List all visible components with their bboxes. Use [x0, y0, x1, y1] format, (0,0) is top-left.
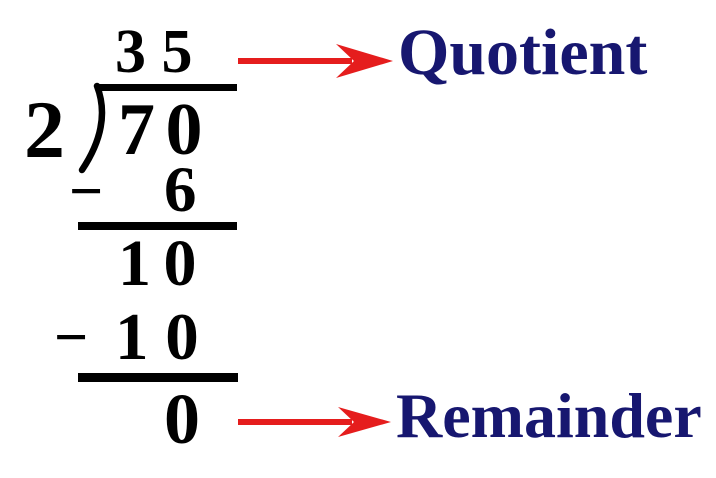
- quotient-label: Quotient: [398, 16, 648, 89]
- remainder-arrow: [238, 407, 391, 437]
- minus-sign-2: −: [54, 304, 89, 370]
- remainder-arrowhead-icon: [338, 407, 391, 437]
- subtrahend-2: 1 0: [115, 300, 199, 374]
- quotient-digits: 3 5: [115, 18, 193, 86]
- division-bracket-paren: [78, 82, 106, 174]
- subtraction-rule-2: [78, 373, 238, 382]
- divisor-digit: 2: [24, 84, 65, 175]
- partial-remainder-digits: 1 0: [118, 227, 197, 300]
- subtraction-rule-1: [78, 222, 237, 230]
- remainder-label: Remainder: [396, 380, 702, 451]
- division-bracket-bar: [96, 84, 237, 91]
- quotient-arrowhead-icon: [336, 44, 393, 78]
- final-remainder-digit: 0: [164, 379, 200, 459]
- dividend-digits: 7 0: [118, 89, 203, 171]
- subtrahend-1: 6: [164, 154, 197, 226]
- quotient-arrow: [238, 44, 393, 78]
- minus-sign-1: −: [69, 158, 104, 224]
